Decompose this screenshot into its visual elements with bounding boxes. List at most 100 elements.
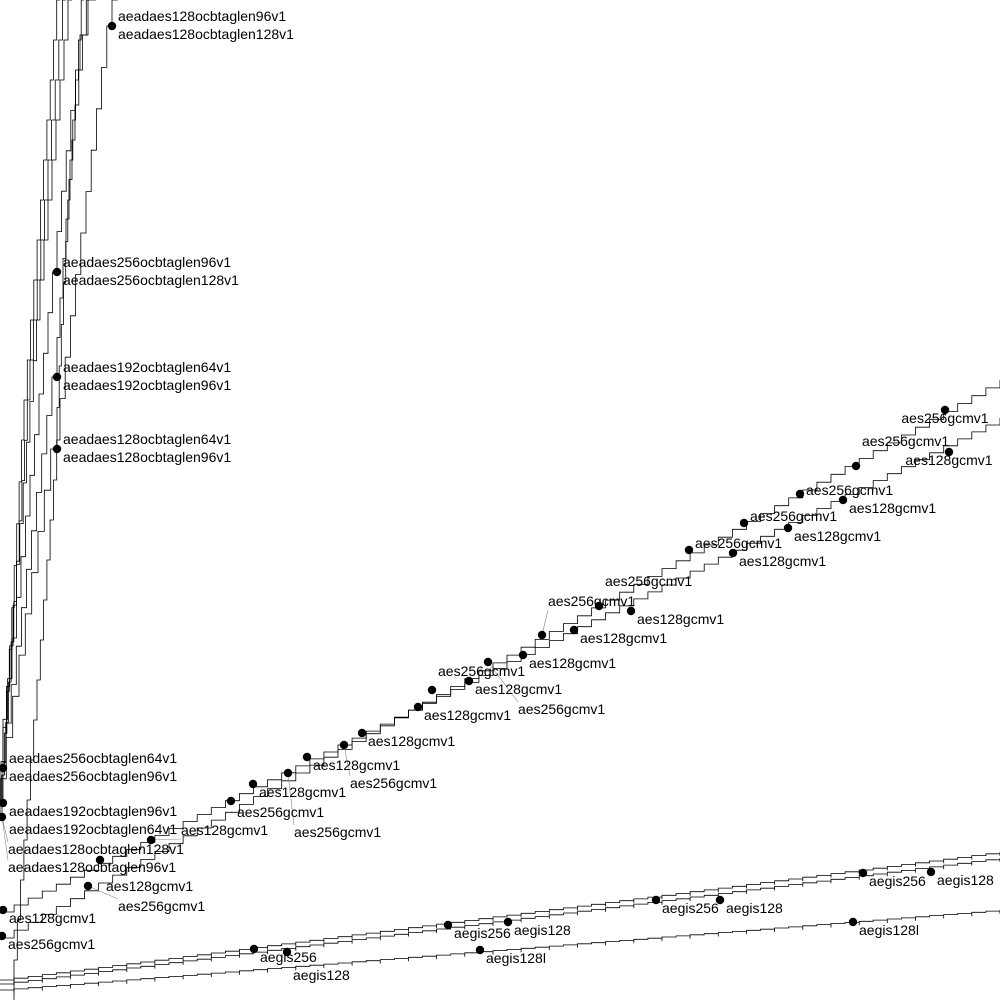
- data-point: [357, 728, 367, 738]
- data-point: [783, 523, 793, 533]
- data-point: [0, 798, 8, 808]
- data-label: aegis128: [293, 967, 350, 983]
- data-label: aes256gcmv1: [901, 410, 988, 426]
- data-point: [302, 752, 312, 762]
- series-line-aeadaes192ocbtaglen96v1: [0, 0, 90, 800]
- data-label: aes128gcmv1: [313, 757, 400, 773]
- data-point: [83, 881, 93, 891]
- data-point: [443, 920, 453, 930]
- data-label: aegis128l: [486, 950, 546, 966]
- data-label: aes256gcmv1: [605, 573, 692, 589]
- data-point: [944, 447, 954, 457]
- data-label: aes256gcmv1: [806, 482, 893, 498]
- data-label: aes128gcmv1: [794, 528, 881, 544]
- data-point: [483, 657, 493, 667]
- data-point: [413, 702, 423, 712]
- data-label: aes256gcmv1: [8, 936, 95, 952]
- series-labels: aeadaes128ocbtaglen128v1 aeadaes128ocbtag…: [8, 8, 994, 983]
- data-label: aeadaes256ocbtaglen128v1: [63, 272, 239, 288]
- data-label: aegis128: [514, 922, 571, 938]
- data-point: [795, 489, 805, 499]
- data-point: [52, 267, 62, 277]
- data-point: [427, 685, 437, 695]
- series-line-aeadaes192ocbtaglen96v1-b: [0, 0, 66, 807]
- data-point: [475, 945, 485, 955]
- data-label: aes128gcmv1: [424, 707, 511, 723]
- data-point: [715, 895, 725, 905]
- data-label: aes256gcmv1: [294, 824, 381, 840]
- data-point: [283, 768, 293, 778]
- data-label: aegis256: [454, 925, 511, 941]
- data-label: aeadaes128ocbtaglen128v1: [8, 841, 184, 857]
- data-label: aegis128l: [859, 922, 919, 938]
- data-point: [651, 895, 661, 905]
- label-leader-line: [343, 744, 351, 777]
- data-point: [52, 372, 62, 382]
- data-label: aes128gcmv1: [849, 500, 936, 516]
- series-line-aegis128l: [0, 910, 1000, 993]
- series-line-aeadaes128ocbtaglen96v1: [0, 0, 84, 820]
- data-label: aes128gcmv1: [580, 630, 667, 646]
- data-point: [838, 495, 848, 505]
- data-point: [851, 461, 861, 471]
- data-label: aegis128: [726, 900, 783, 916]
- data-point: [626, 606, 636, 616]
- data-point: [518, 650, 528, 660]
- data-label: aeadaes192ocbtaglen64v1: [9, 821, 177, 837]
- data-point: [537, 630, 547, 640]
- label-leader-line: [541, 609, 549, 636]
- data-point: [594, 601, 604, 611]
- label-leader-line: [1, 816, 9, 861]
- data-label: aes128gcmv1: [259, 784, 346, 800]
- data-label: aes128gcmv1: [529, 655, 616, 671]
- data-point: [248, 779, 258, 789]
- data-label: aeadaes128ocbtaglen96v1: [63, 449, 231, 465]
- data-label: aeadaes192ocbtaglen96v1: [63, 377, 231, 393]
- data-label: aes128gcmv1: [106, 878, 193, 894]
- data-point: [107, 21, 117, 31]
- label-leader-line: [287, 772, 295, 826]
- data-point: [464, 676, 474, 686]
- data-label: aes256gcmv1: [518, 701, 605, 717]
- data-point: [503, 917, 513, 927]
- data-point: [0, 931, 7, 941]
- data-point: [249, 944, 259, 954]
- data-point: [858, 868, 868, 878]
- data-label: aes256gcmv1: [350, 775, 437, 791]
- data-point: [226, 796, 236, 806]
- data-label: aegis256: [662, 900, 719, 916]
- data-point: [339, 740, 349, 750]
- data-label: aes256gcmv1: [750, 508, 837, 524]
- data-point: [569, 625, 579, 635]
- data-label: aes128gcmv1: [637, 611, 724, 627]
- data-label: aeadaes256ocbtaglen96v1: [63, 254, 231, 270]
- data-label: aeadaes192ocbtaglen64v1: [63, 359, 231, 375]
- data-label: aes256gcmv1: [695, 535, 782, 551]
- label-leader-line: [1, 816, 9, 843]
- label-leader-line: [487, 661, 519, 703]
- data-label: aes256gcmv1: [862, 433, 949, 449]
- series-points: [0, 21, 954, 957]
- series-line-aeadaes128ocbtaglen96v1-b: [0, 0, 60, 821]
- series-line-aeadaes128ocbtaglen128v1: [13, 0, 118, 1000]
- data-label: aes128gcmv1: [9, 910, 96, 926]
- data-label: aeadaes128ocbtaglen96v1: [8, 859, 176, 875]
- data-label: aeadaes256ocbtaglen64v1: [9, 750, 177, 766]
- data-label: aeadaes256ocbtaglen96v1: [9, 768, 177, 784]
- data-label: aeadaes128ocbtaglen96v1: [118, 8, 286, 24]
- data-point: [684, 545, 694, 555]
- label-leader-line: [150, 838, 182, 841]
- data-point: [728, 548, 738, 558]
- data-point: [95, 855, 105, 865]
- data-label: aegis256: [869, 873, 926, 889]
- data-label: aes256gcmv1: [237, 804, 324, 820]
- series-line-aes256gcmv1: [0, 380, 1000, 939]
- data-label: aegis128: [937, 872, 994, 888]
- series-line-aeadaes256ocbtaglen128v1: [2, 0, 96, 760]
- data-label: aeadaes128ocbtaglen128v1: [118, 26, 294, 42]
- data-label: aeadaes192ocbtaglen96v1: [9, 803, 177, 819]
- data-point: [0, 812, 7, 822]
- data-point: [0, 763, 8, 773]
